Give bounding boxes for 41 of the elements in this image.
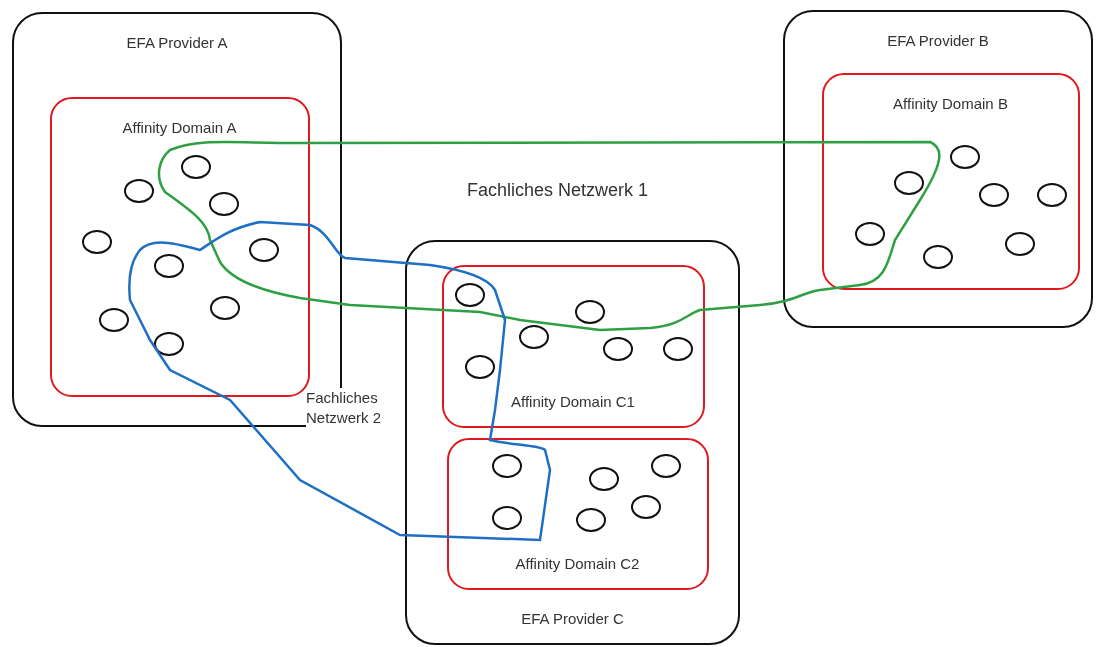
box-title: Affinity Domain C1 [511, 392, 635, 410]
box-title: EFA Provider B [887, 32, 989, 49]
member-circle [979, 183, 1009, 207]
network-label: Fachliches Netzwerk 1 [467, 180, 649, 201]
member-circle [663, 337, 693, 361]
member-circle [492, 506, 522, 530]
member-circle [124, 179, 154, 203]
box-title: EFA Provider C [521, 610, 624, 627]
member-circle [82, 230, 112, 254]
member-circle [519, 325, 549, 349]
member-circle [154, 254, 184, 278]
member-circle [855, 222, 885, 246]
member-circle [603, 337, 633, 361]
member-circle [181, 155, 211, 179]
member-circle [589, 467, 619, 491]
member-circle [455, 283, 485, 307]
member-circle [950, 145, 980, 169]
member-circle [631, 495, 661, 519]
member-circle [465, 355, 495, 379]
provider-box [405, 240, 740, 645]
domain-box [821, 72, 1080, 290]
member-circle [154, 332, 184, 356]
member-circle [575, 300, 605, 324]
member-circle [99, 308, 129, 332]
provider-box [783, 10, 1093, 328]
member-circle [1005, 232, 1035, 256]
member-circle [894, 171, 924, 195]
domain-box [441, 264, 705, 428]
member-circle [209, 192, 239, 216]
member-circle [249, 238, 279, 262]
domain-box [446, 437, 709, 590]
box-title: Affinity Domain C2 [515, 554, 640, 572]
box-title: Affinity Domain A [122, 118, 237, 136]
box-title: Affinity Domain B [893, 94, 1008, 112]
member-circle [576, 508, 606, 532]
member-circle [210, 296, 240, 320]
member-circle [923, 245, 953, 269]
member-circle [1037, 183, 1067, 207]
member-circle [651, 454, 681, 478]
box-title: EFA Provider A [126, 34, 228, 51]
member-circle [492, 454, 522, 478]
